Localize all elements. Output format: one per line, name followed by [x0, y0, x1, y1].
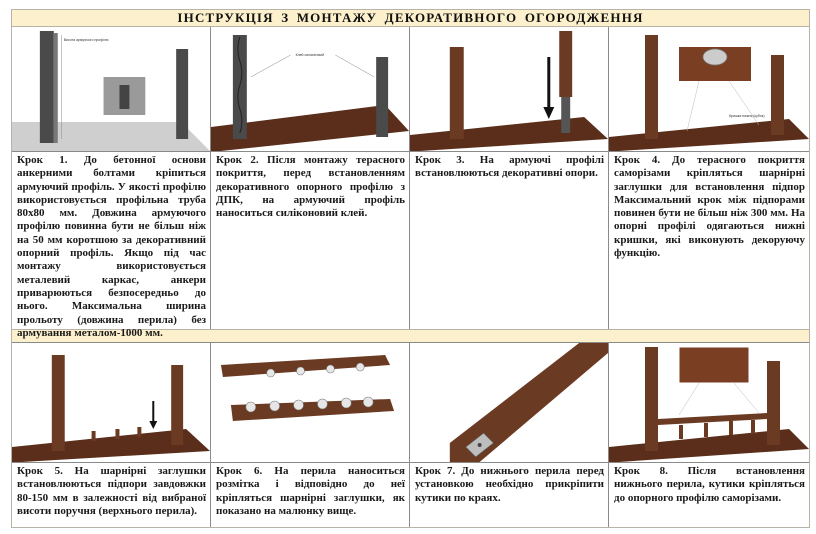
- step-6-illustration: [211, 343, 409, 463]
- step-4-image-label: Кришка нижня (кубок): [729, 114, 764, 118]
- row-separator: [12, 329, 809, 343]
- step-2-illustration: Клей силіконовий: [211, 27, 409, 152]
- step-6-text: Крок 6. На перила наноситься розмітка і …: [216, 465, 405, 517]
- step-7-illustration: [410, 343, 608, 463]
- step-8-illustration: [609, 343, 809, 463]
- step-1: Висота армуючого профілю Крок 1. До бето…: [12, 27, 211, 339]
- step-2-image-label: Клей силіконовий: [296, 53, 324, 57]
- step-4: Кришка нижня (кубок) Крок 4. До терасног…: [609, 27, 809, 329]
- steps-row-1: Висота армуючого профілю Крок 1. До бето…: [12, 27, 809, 339]
- step-5-illustration: [12, 343, 210, 463]
- step-3-illustration: [410, 27, 608, 152]
- step-1-image-label: Висота армуючого профілю: [64, 38, 109, 42]
- step-3: Крок 3. На армуючі профілі встановлюютьс…: [410, 27, 609, 329]
- step-1-illustration: Висота армуючого профілю: [12, 27, 210, 152]
- page-title: ІНСТРУКЦІЯ З МОНТАЖУ ДЕКОРАТИВНОГО ОГОРО…: [12, 10, 809, 27]
- step-8: Крок 8. Після встановлення нижнього пери…: [609, 343, 809, 527]
- step-4-text: Крок 4. До терасного покриття саморізами…: [614, 154, 805, 260]
- step-1-text: Крок 1. До бетонної основи анкерними бол…: [17, 154, 206, 339]
- step-7: Крок 7. До нижнього перила перед установ…: [410, 343, 609, 527]
- step-4-illustration: Кришка нижня (кубок): [609, 27, 809, 152]
- step-2-text: Крок 2. Після монтажу терасного покриття…: [216, 154, 405, 220]
- step-8-text: Крок 8. Після встановлення нижнього пери…: [614, 465, 805, 504]
- instruction-sheet: ІНСТРУКЦІЯ З МОНТАЖУ ДЕКОРАТИВНОГО ОГОРО…: [11, 9, 810, 528]
- step-3-text: Крок 3. На армуючі профілі встановлюютьс…: [415, 154, 604, 180]
- step-5: Крок 5. На шарнірні заглушки встановлюют…: [12, 343, 211, 527]
- step-2: Клей силіконовий Крок 2. Після монтажу т…: [211, 27, 410, 329]
- step-7-text: Крок 7. До нижнього перила перед установ…: [415, 465, 604, 504]
- steps-row-2: Крок 5. На шарнірні заглушки встановлюют…: [12, 343, 809, 527]
- step-5-text: Крок 5. На шарнірні заглушки встановлюют…: [17, 465, 206, 517]
- step-6: Крок 6. На перила наноситься розмітка і …: [211, 343, 410, 527]
